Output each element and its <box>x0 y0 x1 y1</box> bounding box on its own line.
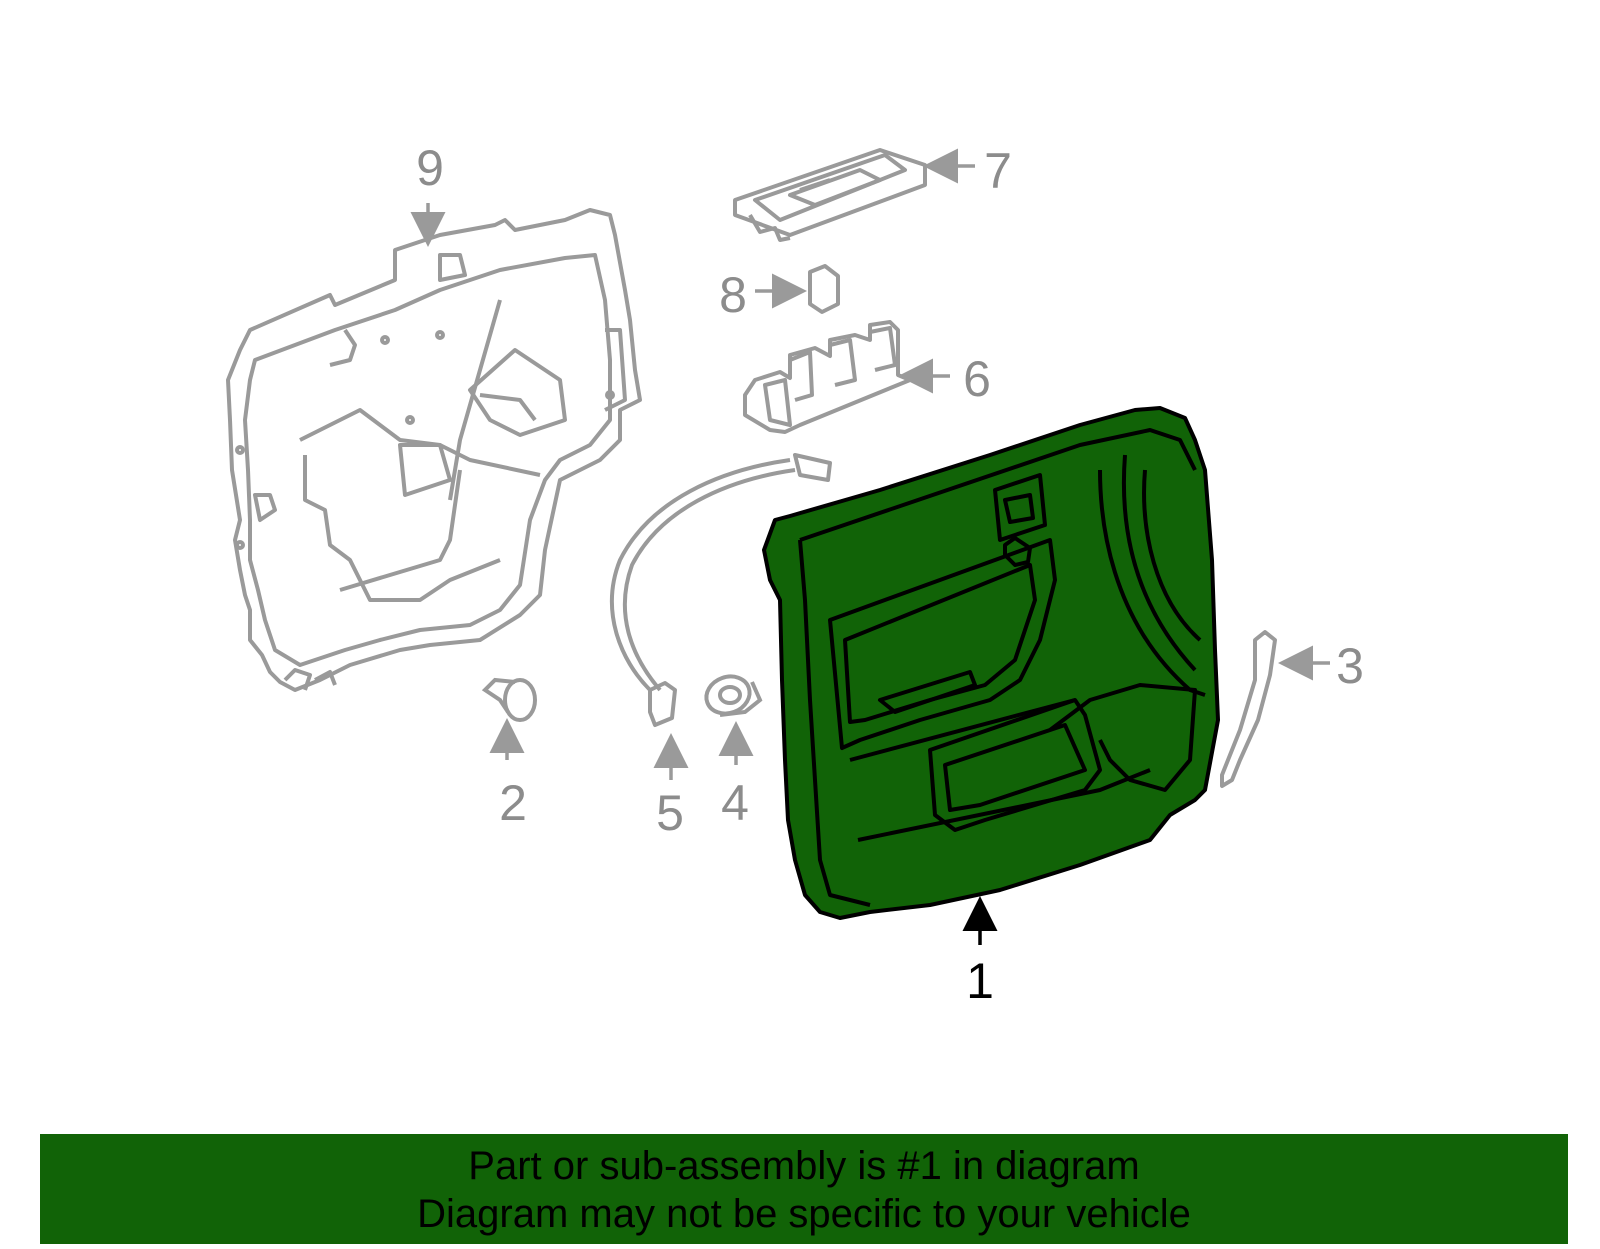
callout-5[interactable]: 5 <box>656 785 684 841</box>
parts-diagram: 9 7 8 6 3 2 5 4 1 <box>226 140 1364 1009</box>
banner-line-1: Part or sub-assembly is #1 in diagram <box>468 1144 1140 1188</box>
callout-7[interactable]: 7 <box>984 143 1012 199</box>
callout-1[interactable]: 1 <box>966 953 994 1009</box>
callout-4[interactable]: 4 <box>721 775 749 831</box>
callout-6[interactable]: 6 <box>963 351 991 407</box>
callout-labels: 9 7 8 6 3 2 5 4 1 <box>416 140 1364 1009</box>
callout-3[interactable]: 3 <box>1336 638 1364 694</box>
leader-arrows <box>410 148 1330 780</box>
part-4-grommet[interactable] <box>701 671 763 720</box>
callout-9[interactable]: 9 <box>416 140 444 196</box>
part-5-wire-harness[interactable] <box>610 453 832 727</box>
callout-2[interactable]: 2 <box>499 775 527 831</box>
part-1-door-trim-panel[interactable] <box>762 406 1220 920</box>
part-3-trim-strip[interactable] <box>1220 630 1277 788</box>
part-9-inner-door-frame[interactable] <box>226 208 642 692</box>
part-6-window-switch[interactable] <box>743 320 912 434</box>
part-2-push-pin[interactable] <box>481 677 537 722</box>
banner-line-2: Diagram may not be specific to your vehi… <box>417 1192 1191 1236</box>
callout-8[interactable]: 8 <box>719 267 747 323</box>
part-7-switch-bezel[interactable] <box>733 148 927 242</box>
part-8-clip[interactable] <box>808 264 840 314</box>
info-banner: Part or sub-assembly is #1 in diagram Di… <box>40 1134 1568 1244</box>
